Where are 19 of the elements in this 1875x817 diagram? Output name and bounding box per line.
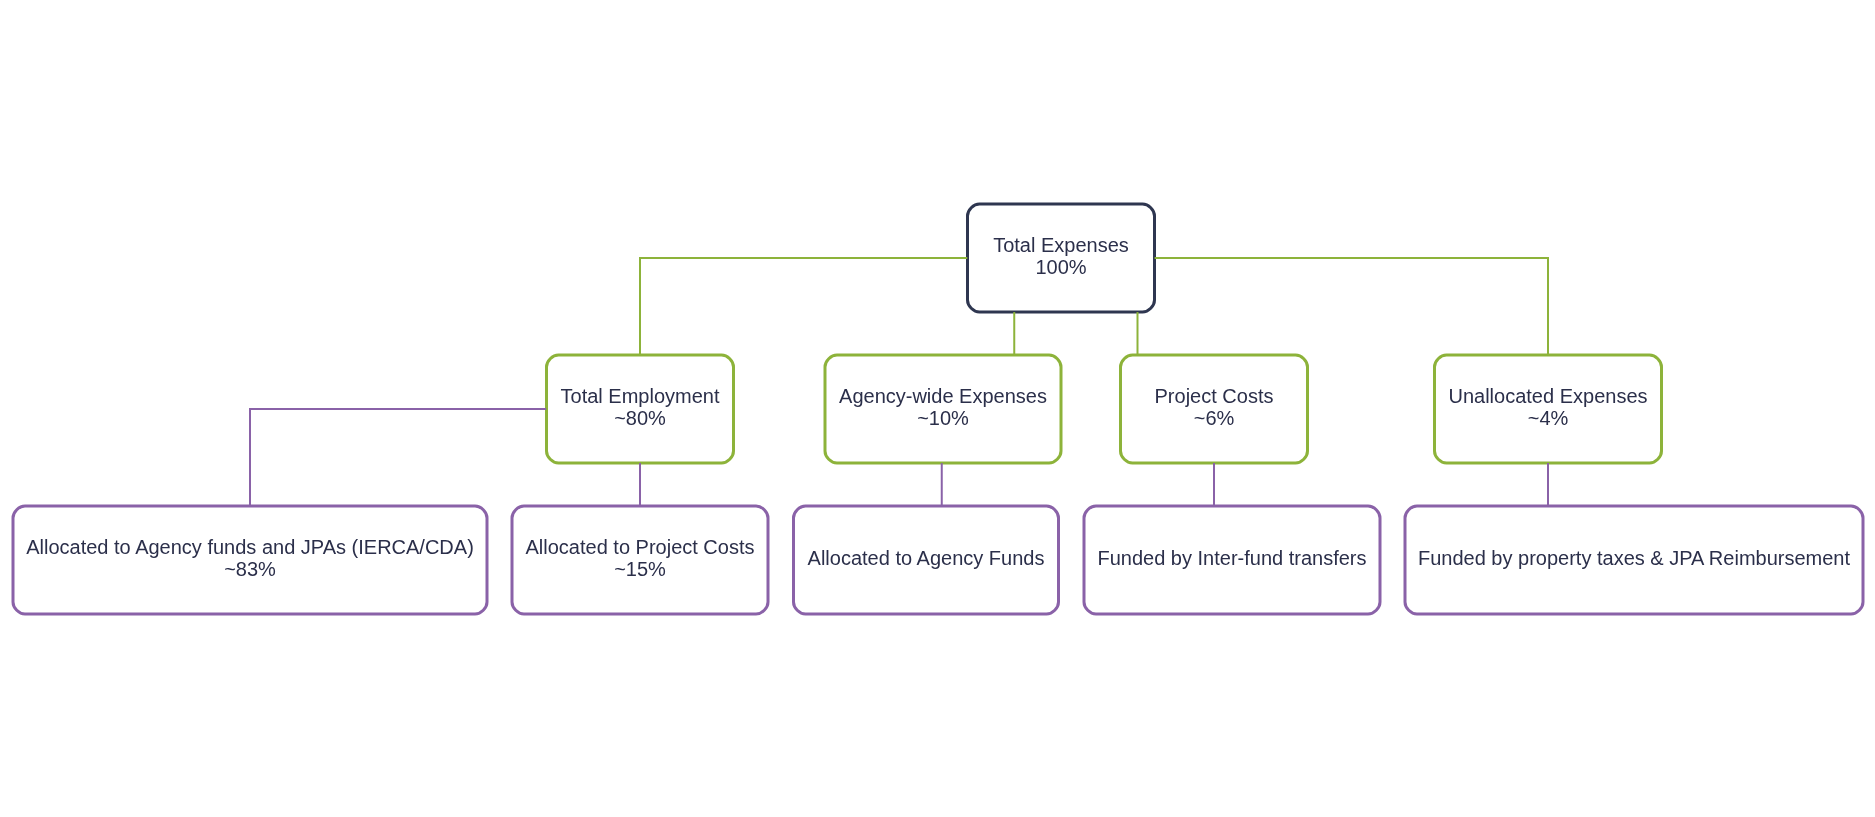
node-box: Allocated to Project Costs ~15%: [510, 504, 769, 615]
connector: [638, 461, 641, 507]
node-box: Allocated to Agency Funds: [791, 504, 1060, 615]
connector: [1012, 310, 1015, 356]
connector: [940, 461, 943, 507]
connector: [1212, 461, 1215, 507]
connector: [1136, 310, 1138, 356]
node-box: Funded by property taxes & JPA Reimbursement: [1403, 504, 1864, 615]
connector: [248, 407, 547, 507]
connector: [1546, 461, 1549, 507]
node-box: Unallocated Expenses ~4%: [1432, 353, 1663, 464]
node-box: Funded by Inter-fund transfers: [1082, 504, 1381, 615]
node-box: Agency-wide Expenses ~10%: [823, 353, 1062, 464]
node-box: Total Expenses 100%: [965, 202, 1156, 313]
node-box: Project Costs ~6%: [1118, 353, 1309, 464]
node-box: Allocated to Agency funds and JPAs (IERCA/CDA) ~83%: [11, 504, 488, 615]
connector: [1153, 256, 1549, 356]
node-box: Total Employment ~80%: [544, 353, 735, 464]
connector: [638, 256, 968, 356]
